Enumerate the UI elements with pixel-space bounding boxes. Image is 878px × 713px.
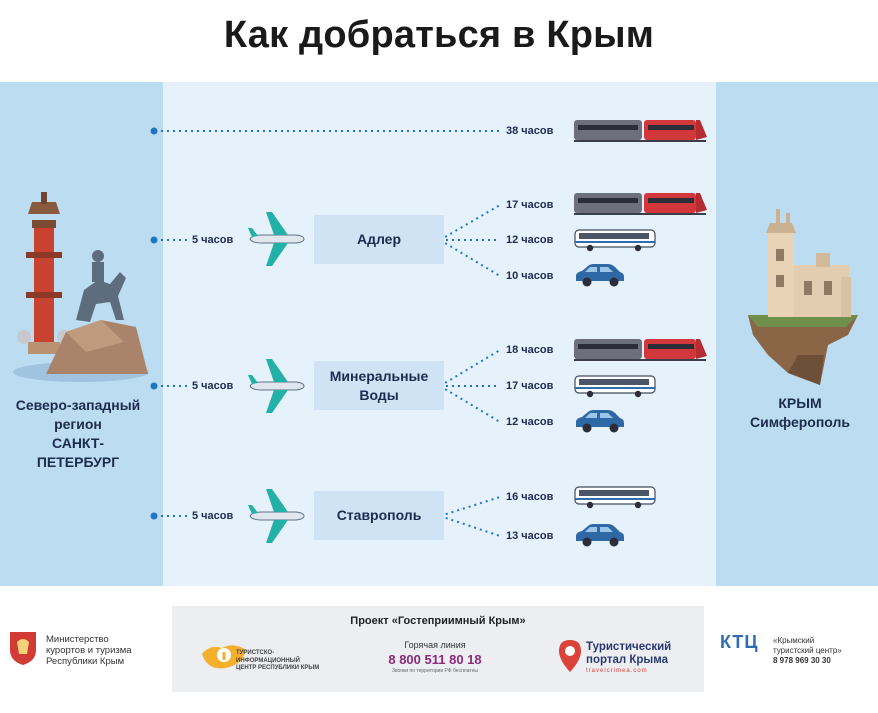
portal-url[interactable]: travelcrimea.com <box>586 668 648 674</box>
location-pin-icon <box>559 640 581 672</box>
leg-duration: 10 часов <box>506 270 554 282</box>
crimea-coat-of-arms-icon <box>10 632 36 665</box>
ktc-label: «Крымский туристский центр» 8 978 969 30… <box>773 636 842 665</box>
car-icon <box>576 410 624 433</box>
hub-mineralnye-vody: Минеральные Воды <box>314 361 444 410</box>
flight-duration-stavropol: 5 часов <box>192 510 234 522</box>
plane-icon <box>248 489 305 543</box>
train-icon <box>574 120 707 142</box>
flight-duration-mineralnye-vody: 5 часов <box>192 380 234 392</box>
car-icon <box>576 264 624 287</box>
leg-duration: 12 часов <box>506 416 554 428</box>
hotline: Горячая линия 8 800 511 80 18 Звонки по … <box>360 640 510 674</box>
portal-label: Туристический портал Крыма travelcrimea.… <box>586 641 672 674</box>
leg-duration: 16 часов <box>506 491 554 503</box>
car-icon <box>576 524 624 547</box>
leg-duration: 18 часов <box>506 344 554 356</box>
origin-label: Северо-западный регион САНКТ- ПЕТЕРБУРГ <box>15 397 141 470</box>
train-icon <box>574 193 707 215</box>
leg-duration: 12 часов <box>506 234 554 246</box>
bus-icon <box>574 229 656 252</box>
plane-icon <box>248 212 305 266</box>
flight-duration-adler: 5 часов <box>192 234 234 246</box>
saint-petersburg-illustration <box>13 192 149 382</box>
leg-duration: 13 часов <box>506 530 554 542</box>
leg-duration: 17 часов <box>506 380 554 392</box>
tic-logo-icon <box>202 645 246 669</box>
train-icon <box>574 339 707 361</box>
destination-label: КРЫМ Симферополь <box>749 395 850 430</box>
project-title: Проект «Гостеприимный Крым» <box>350 615 526 627</box>
ktc-phone[interactable]: 8 978 969 30 30 <box>773 656 831 665</box>
plane-icon <box>248 359 305 413</box>
tic-label: ТУРИСТСКО- ИНФОРМАЦИОННЫЙ ЦЕНТР РЕСПУБЛИ… <box>236 650 320 671</box>
swallows-nest-illustration <box>748 209 858 385</box>
project-box <box>172 606 704 692</box>
hotline-number[interactable]: 8 800 511 80 18 <box>388 652 482 667</box>
leg-duration: 17 часов <box>506 199 554 211</box>
direct-route-duration: 38 часов <box>506 125 554 137</box>
hub-stavropol: Ставрополь <box>314 491 444 540</box>
hub-adler: Адлер <box>314 215 444 264</box>
ministry-label: Министерство курортов и туризма Республи… <box>46 634 132 667</box>
ktc-logo: КТЦ <box>720 632 759 652</box>
page-title: Как добраться в Крым <box>223 14 655 56</box>
bus-icon <box>574 375 656 398</box>
bus-icon <box>574 486 656 509</box>
